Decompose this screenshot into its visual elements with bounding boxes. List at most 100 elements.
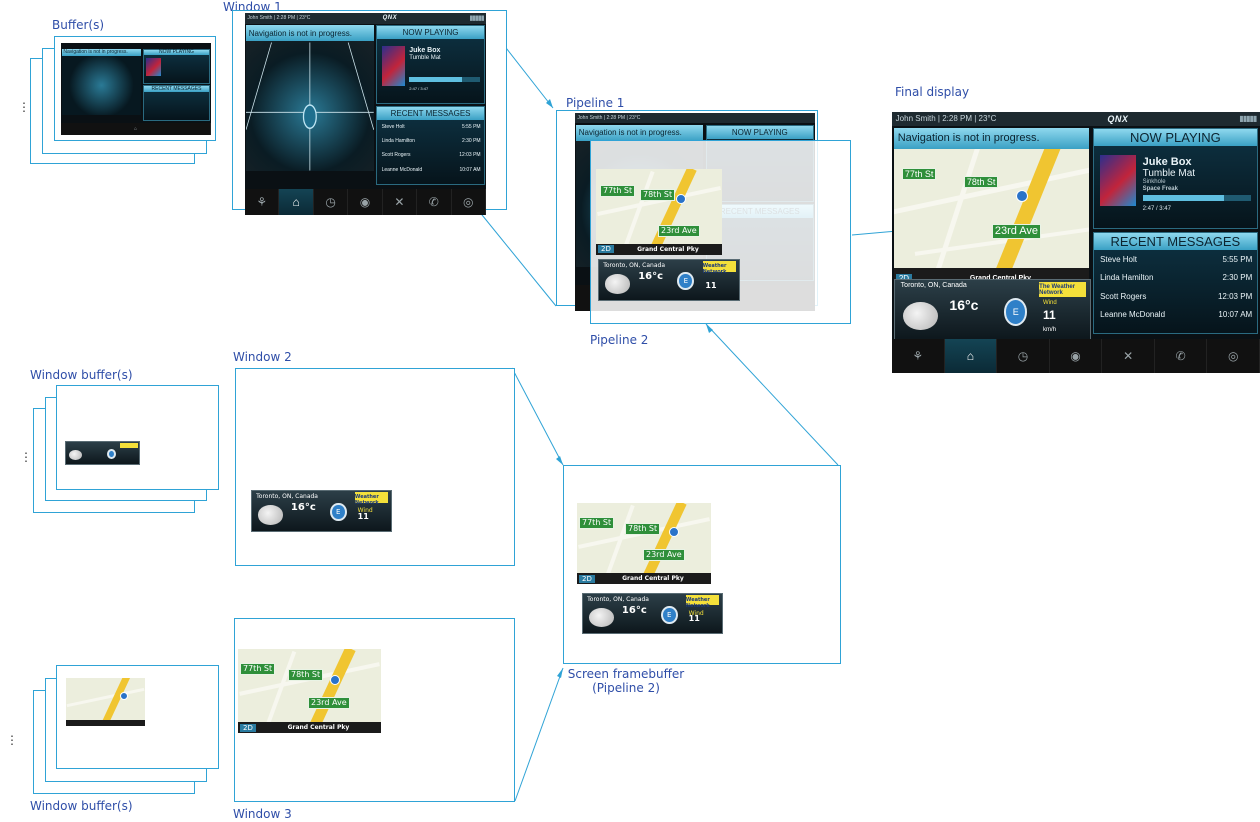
map-bottom-bar: 2D Grand Central Pky <box>238 722 381 733</box>
map-street-sign: 78th St <box>963 175 999 188</box>
window1-logo: QNX <box>382 15 398 22</box>
map-road <box>927 131 985 290</box>
navigation-icon[interactable]: ◷ <box>997 339 1050 373</box>
weather-wind-value: 11 <box>705 280 717 290</box>
map-bottom-bar: 2D Grand Central Pky <box>577 573 711 584</box>
pipeline1-label: Pipeline 1 <box>566 96 625 110</box>
message-name: Linda Hamilton <box>1100 273 1154 283</box>
map-street-sign: 78th St <box>640 189 676 201</box>
compass-icon: E <box>660 605 678 624</box>
phone-icon: ✆ <box>417 188 452 215</box>
phone-icon[interactable]: ✆ <box>1155 339 1208 373</box>
settings-icon[interactable]: ◎ <box>1207 339 1260 373</box>
map-street-sign: 77th St <box>240 663 276 675</box>
final-song-info: Juke Box Tumble Mat Sinkhole Space Freak <box>1143 156 1195 193</box>
map-location-dot <box>676 194 686 204</box>
framebuffer-weather: Toronto, ON, Canada 16°c E The Weather N… <box>582 593 723 634</box>
weather-temp: 16°c <box>621 604 647 616</box>
map-2d-button[interactable]: 2D <box>598 245 614 254</box>
fb-to-pipeline2-line <box>705 323 839 466</box>
message-name: Leanne McDonald <box>381 166 423 173</box>
map-highway <box>637 503 687 584</box>
compass-icon: E <box>677 272 695 291</box>
buffer-dock: ⌂ <box>61 123 211 135</box>
map-street-sign: 23rd Ave <box>991 223 1042 239</box>
window1-song-info: Juke Box Tumble Mat <box>409 47 440 62</box>
final-map: 77th St 78th St 23rd Ave 2D Grand Centra… <box>893 127 1089 290</box>
map-highway <box>303 649 356 733</box>
compass-icon: E <box>1004 298 1028 326</box>
media-icon[interactable]: ◉ <box>1050 339 1103 373</box>
message-time: 2:30 PM <box>1222 273 1253 283</box>
message-time: 12:03 PM <box>459 152 481 159</box>
map-2d-button[interactable]: 2D <box>240 723 256 732</box>
final-progress-bar <box>1142 194 1251 202</box>
map-street-sign: 78th St <box>625 523 661 535</box>
final-now-playing-title: NOW PLAYING <box>1093 128 1258 146</box>
weather-wind-value: 11 <box>688 614 700 624</box>
map-street-sign: 78th St <box>288 669 324 681</box>
navigation-icon: ◷ <box>314 188 349 215</box>
window2-frame: Toronto, ON, Canada 16°c E The Weather N… <box>235 368 515 566</box>
final-nav-area: 77th St 78th St 23rd Ave 2D Grand Centra… <box>893 127 1089 290</box>
window3-to-fb-line <box>514 667 564 802</box>
map-2d-button[interactable]: 2D <box>579 574 595 583</box>
map-street-name: Grand Central Pky <box>287 724 350 732</box>
map-location-dot <box>669 527 679 537</box>
window1-track-title: Juke Box <box>409 46 441 54</box>
map-2d-button[interactable]: 2D <box>895 274 913 284</box>
message-time: 10:07 AM <box>1218 310 1253 320</box>
map-street-name: Grand Central Pky <box>622 575 684 583</box>
final-track-label: Space Freak <box>1142 185 1178 192</box>
message-name: Scott Rogers <box>381 152 411 159</box>
apps-icon: ✕ <box>383 188 418 215</box>
final-progress-fill <box>1142 194 1224 202</box>
apps-icon[interactable]: ✕ <box>1102 339 1155 373</box>
message-row[interactable]: Linda Hamilton 2:30 PM <box>1094 268 1258 286</box>
message-row[interactable]: Scott Rogers 12:03 PM <box>1094 287 1258 305</box>
final-nav-status: Navigation is not in progress. <box>893 127 1089 149</box>
window1-track-artist: Tumble Mat <box>409 54 441 61</box>
buffer-dock-home: ⌂ <box>61 123 211 135</box>
message-name: Scott Rogers <box>1100 291 1147 301</box>
window1-nav-grid <box>246 42 374 171</box>
screen-framebuffer-label-line2: (Pipeline 2) <box>592 681 660 695</box>
weather-wind-label: Wind <box>688 609 704 617</box>
message-time: 12:03 PM <box>1217 291 1253 301</box>
signal-icon: ▮▮▮▮▮ <box>469 15 484 23</box>
buffer-album-art <box>146 58 161 76</box>
buffer-screen-thumb: Navigation is not in progress. NOW PLAYI… <box>61 43 211 135</box>
window1-message-row: Scott Rogers 12:03 PM <box>377 148 483 162</box>
climate-icon[interactable]: ⚘ <box>892 339 945 373</box>
weather-city: Toronto, ON, Canada <box>900 282 967 290</box>
weather-city: Toronto, ON, Canada <box>603 261 666 269</box>
pipeline2-label: Pipeline 2 <box>590 333 649 347</box>
window1-now-playing: NOW PLAYING Juke Box Tumble Mat 2:47 / 3… <box>376 25 485 104</box>
buffer-nav-area: Navigation is not in progress. <box>61 48 142 115</box>
map-buffer-thumb <box>66 678 145 726</box>
window3-map: 77th St 78th St 23rd Ave 2D Grand Centra… <box>238 649 381 733</box>
window1-progress-bar <box>409 76 480 83</box>
buffers-label: Buffer(s) <box>52 18 105 32</box>
final-track-artist: Tumble Mat <box>1142 167 1196 179</box>
window1-top-bar: John Smith | 2:28 PM | 23°C QNX ▮▮▮▮▮ <box>245 13 486 24</box>
home-icon[interactable]: ⌂ <box>944 339 998 373</box>
buffer-now-playing-title: NOW PLAYING <box>143 49 210 55</box>
home-icon: ⌂ <box>279 188 314 215</box>
window3-label: Window 3 <box>233 807 292 821</box>
map-street-sign: 23rd Ave <box>658 225 700 237</box>
final-weather: Toronto, ON, Canada 16°c E The Weather N… <box>893 279 1091 342</box>
weather-network-badge: The Weather Network <box>702 260 737 275</box>
message-time: 5:55 PM <box>461 124 481 131</box>
final-track-album: Sinkhole <box>1142 178 1166 185</box>
signal-icon: ▮▮▮▮▮ <box>1239 114 1257 124</box>
cloud-icon <box>604 274 630 294</box>
window-buffers-top-label: Window buffer(s) <box>30 368 133 382</box>
map-street-sign: 77th St <box>579 517 615 529</box>
